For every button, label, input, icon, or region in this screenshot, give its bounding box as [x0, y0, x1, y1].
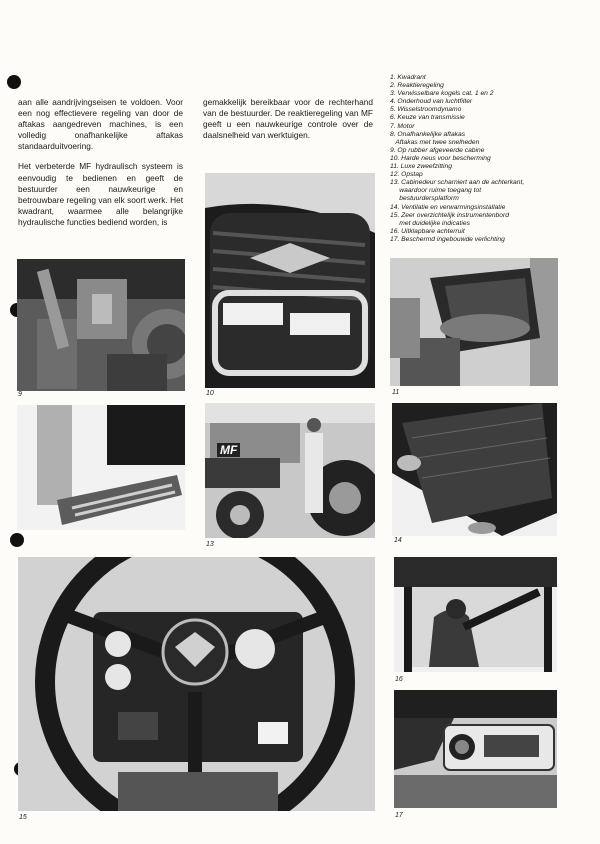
photo-9-engine [17, 259, 185, 391]
photo-11-seat [390, 258, 558, 386]
caption-13: 13 [206, 541, 214, 548]
legend-item: 9. Op rubber afgeveerde cabine [390, 146, 485, 154]
legend-item: 3. Verwisselbare kogels cat. 1 en 2 [390, 90, 494, 98]
caption-15: 15 [19, 814, 27, 821]
legend-item: 7. Motor [390, 122, 415, 130]
legend-item: 16. Uitklapbare achterruit [390, 227, 465, 235]
legend-item: waardoor ruime toegang tot [390, 187, 482, 195]
legend-item: 4. Onderhoud van luchtfilter [390, 98, 473, 106]
intro-column-middle: gemakkelijk bereikbaar voor de rechterha… [203, 97, 373, 150]
legend-item: Aftakas met twee snelheden [390, 138, 480, 146]
legend-item: 5. Wisselstroomdynamo [390, 106, 462, 114]
caption-17: 17 [395, 812, 403, 819]
legend-item: 13. Cabinedeur scharniert aan de achterk… [390, 179, 525, 187]
legend-item: 10. Harde neus voor bescherming [390, 154, 491, 162]
legend-item: 17. Beschermd ingebouwde verlichting [390, 235, 505, 243]
caption-9: 9 [18, 391, 22, 398]
legend-item: bestuurdersplatform [390, 195, 459, 203]
caption-14: 14 [394, 537, 402, 544]
intro-paragraph-2: Het verbeterde MF hydraulisch systeem is… [18, 161, 183, 227]
photo-13-cab-door: MF [205, 403, 375, 538]
intro-paragraph-3: gemakkelijk bereikbaar voor de rechterha… [203, 97, 373, 141]
legend-item: 14. Ventilatie en verwarmingsinstallatie [390, 203, 506, 211]
legend-item: 11. Luxe zweefzitting [390, 163, 452, 171]
caption-16: 16 [395, 676, 403, 683]
legend-item: 12. Opstap [390, 171, 423, 179]
photo-16-rear-window [394, 557, 557, 672]
legend-item: 8. Onafhankelijke aftakas [390, 130, 466, 138]
intro-paragraph-1: aan alle aandrijvingseisen te voldoen. V… [18, 97, 183, 152]
photo-15-dashboard [18, 557, 375, 811]
legend-item: 2. Reaktieregeling [390, 82, 444, 90]
caption-11: 11 [392, 389, 400, 396]
binder-hole-lower [10, 533, 24, 547]
photo-17-lighting [394, 690, 557, 808]
caption-10: 10 [206, 390, 214, 397]
photo-14-ventilation [392, 403, 557, 536]
mf-logo-text: MF [217, 443, 241, 457]
legend-item: 15. Zeer overzichtelijk instrumentenbord [390, 211, 509, 219]
intro-column-left: aan alle aandrijvingseisen te voldoen. V… [18, 97, 183, 237]
photo-12-step [17, 405, 185, 530]
photo-10-grille [205, 173, 375, 388]
legend-item: met duidelijke indicaties [390, 219, 470, 227]
legend-item: 1. Kwadrant [390, 74, 426, 81]
feature-legend: 1. Kwadrant 2. Reaktieregeling 3. Verwis… [390, 74, 590, 244]
legend-item: 6. Keuze van transmissie [390, 114, 465, 122]
binder-hole-top [7, 75, 21, 89]
